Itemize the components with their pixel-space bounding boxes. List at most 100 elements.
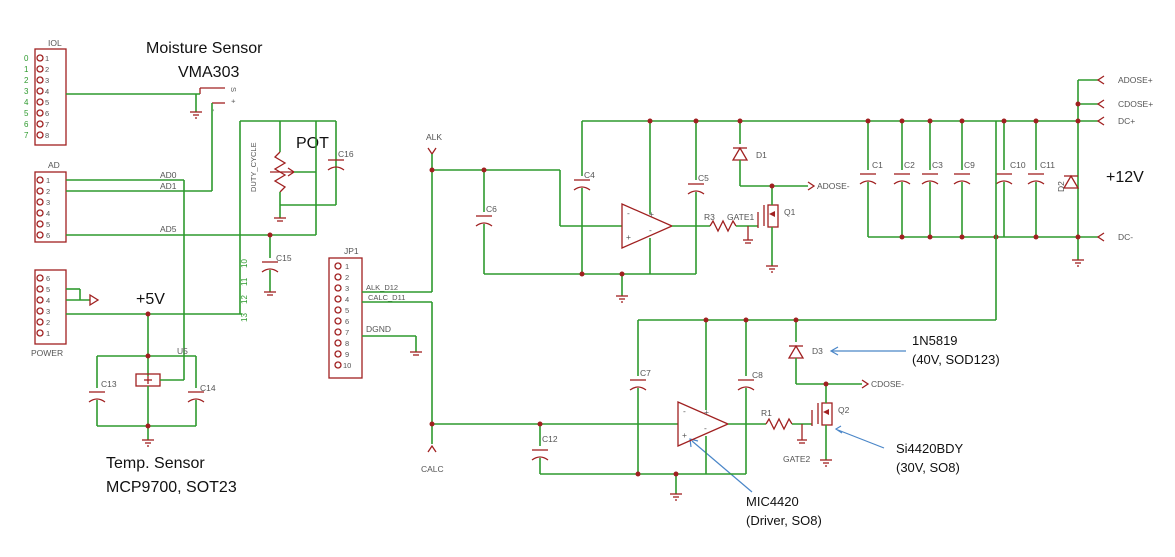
net-alk: ALK	[426, 132, 442, 142]
net-gate1: GATE1	[727, 212, 755, 222]
svg-text:-: -	[649, 225, 652, 235]
svg-text:-: -	[683, 406, 686, 416]
net-adose-plus: ADOSE+	[1118, 75, 1153, 85]
moisture-sensor-title: Moisture Sensor	[146, 40, 263, 57]
c6-label: C6	[486, 204, 497, 214]
net-dc-plus: DC+	[1118, 116, 1135, 126]
c9-label: C9	[964, 160, 975, 170]
c6-capacitor: C6	[475, 204, 497, 227]
q1-mosfet: Q1	[757, 204, 796, 228]
capacitor-bank: C1 C2 C3 C9 C10 C11	[859, 118, 1081, 240]
duty-pin-10: 10	[240, 259, 249, 268]
c12-label: C12	[542, 434, 558, 444]
iol-pin-5: 5	[45, 98, 49, 107]
svg-text:-: -	[704, 423, 707, 433]
q1-label: Q1	[784, 207, 796, 217]
c12-capacitor: C12	[531, 434, 558, 461]
jp1-connector: JP1 1 2 3 4 5 6 7 8 9 10	[328, 246, 363, 379]
net-ad5: AD5	[160, 224, 177, 234]
ad-pin-6: 6	[46, 231, 50, 240]
iol-side-6: 6	[24, 120, 29, 129]
r3-label: R3	[704, 212, 715, 222]
net-duty-cycle: DUTY_CYCLE	[249, 142, 258, 192]
iol-side-0: 0	[24, 54, 29, 63]
c8-capacitor: C8	[737, 370, 763, 391]
c5-capacitor: C5	[687, 173, 709, 195]
iol-name: IOL	[48, 38, 62, 48]
power-pin-2: 2	[46, 318, 50, 327]
driver-part-spec: (Driver, SO8)	[746, 513, 822, 528]
plus5v-label: +5V	[136, 291, 165, 308]
jp1-pin-10: 10	[343, 361, 351, 370]
ad-name: AD	[48, 160, 60, 170]
net-calc: CALC	[421, 464, 444, 474]
moisture-pin-plus: +	[229, 99, 238, 104]
c16-capacitor: C16	[327, 149, 354, 171]
c10-label: C10	[1010, 160, 1026, 170]
moisture-pin-s: S	[229, 87, 238, 92]
power-name: POWER	[31, 348, 63, 358]
c2-label: C2	[904, 160, 915, 170]
d2-label: D2	[1056, 181, 1066, 192]
net-calc-d11: CALC_D11	[368, 293, 405, 302]
q2-part-number: Si4420BDY	[896, 441, 964, 456]
power-pin-4: 4	[46, 296, 50, 305]
ad-pin-1: 1	[46, 176, 50, 185]
iol-side-2: 2	[24, 76, 29, 85]
iol-pin-8: 8	[45, 131, 49, 140]
d1-diode: D1	[731, 146, 767, 161]
net-dgnd: DGND	[366, 324, 391, 334]
pot-resistor	[270, 121, 316, 222]
svg-text:-: -	[627, 208, 630, 218]
jp1-pin-2: 2	[345, 273, 349, 282]
jp1-pin-4: 4	[345, 295, 349, 304]
power-pin-5: 5	[46, 285, 50, 294]
svg-text:+: +	[649, 209, 654, 219]
c13-capacitor: C13	[88, 379, 117, 403]
c15-capacitor: C15	[261, 253, 292, 296]
jp1-name: JP1	[344, 246, 359, 256]
c14-label: C14	[200, 383, 216, 393]
jp1-pin-9: 9	[345, 350, 349, 359]
c5-label: C5	[698, 173, 709, 183]
net-gate2: GATE2	[783, 454, 811, 464]
jp1-pin-3: 3	[345, 284, 349, 293]
pot-label: POT	[296, 135, 329, 152]
ad-pin-2: 2	[46, 187, 50, 196]
c4-capacitor: C4	[573, 170, 595, 191]
ad-connector: AD 1 2 3 4 5 6	[34, 160, 67, 243]
net-ad1: AD1	[160, 181, 177, 191]
jp1-pin-5: 5	[345, 306, 349, 315]
driver-u-top: + - - +	[621, 203, 674, 249]
ad-pin-5: 5	[46, 220, 50, 229]
power-pin-3: 3	[46, 307, 50, 316]
c14-capacitor: C14	[187, 383, 216, 403]
net-ad0: AD0	[160, 170, 177, 180]
power-pin-1: 1	[46, 329, 50, 338]
c7-capacitor: C7	[629, 368, 651, 391]
svg-text:+: +	[704, 407, 709, 417]
driver-part-number: MIC4420	[746, 494, 799, 509]
iol-side-1: 1	[24, 65, 29, 74]
c1-label: C1	[872, 160, 883, 170]
ad-pin-4: 4	[46, 209, 50, 218]
ad-pin-3: 3	[46, 198, 50, 207]
d2-diode: D2	[1056, 174, 1080, 192]
power-connector: 6 5 4 3 2 1 POWER	[31, 269, 67, 358]
net-dc-minus: DC-	[1118, 232, 1133, 242]
q2-part-spec: (30V, SO8)	[896, 460, 960, 475]
c11-label: C11	[1040, 160, 1055, 170]
c4-label: C4	[584, 170, 595, 180]
svg-text:+: +	[682, 430, 687, 440]
net-cdose-minus: CDOSE-	[871, 379, 904, 389]
jp1-pin-8: 8	[345, 339, 349, 348]
d1-label: D1	[756, 150, 767, 160]
duty-pin-12: 12	[240, 295, 249, 304]
annotation-arrows	[689, 346, 906, 493]
net-adose-minus: ADOSE-	[817, 181, 850, 191]
jp1-pin-1: 1	[345, 262, 349, 271]
duty-pin-11: 11	[240, 277, 249, 286]
moisture-pin-minus: -	[209, 109, 218, 112]
d3-label: D3	[812, 346, 823, 356]
power-pin-6: 6	[46, 274, 50, 283]
